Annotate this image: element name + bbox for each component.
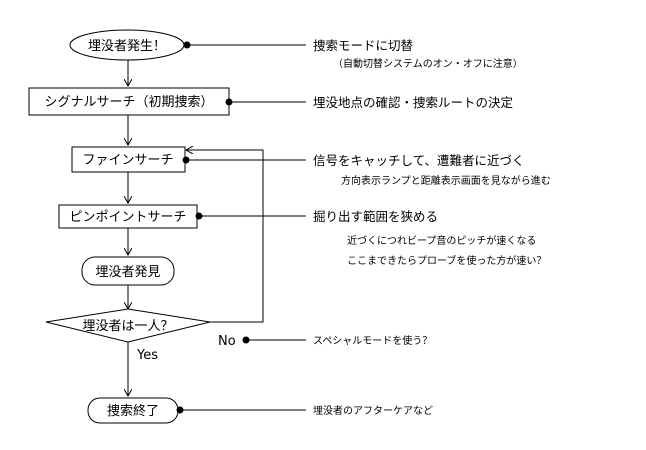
note-route: 埋没地点の確認・捜索ルートの決定 bbox=[313, 95, 513, 110]
end-label: 捜索終了 bbox=[107, 403, 159, 419]
annotation-dot bbox=[183, 41, 191, 49]
decision-node bbox=[45, 308, 211, 343]
note-aftercare: 埋没者のアフターケアなど bbox=[313, 405, 433, 417]
yes-label: Yes bbox=[136, 348, 158, 363]
note-approach-sub: 方向表示ランプと距離表示画面を見ながら進む bbox=[341, 174, 551, 187]
no-label: No bbox=[218, 334, 236, 349]
decision-label: 埋没者は一人？ bbox=[82, 319, 173, 334]
note-narrow: 掘り出す範囲を狭める bbox=[313, 209, 438, 224]
note-narrow-sub2: ここまできたらプローブを使った方が速い？ bbox=[347, 254, 546, 267]
note-narrow-sub1: 近づくにつれビープ音のピッチが速くなる bbox=[347, 234, 536, 247]
note-special-mode: スペシャルモードを使う？ bbox=[313, 334, 432, 347]
annotation-dot bbox=[242, 336, 250, 344]
note-mode-switch: 捜索モードに切替 bbox=[313, 38, 414, 53]
annotation-dot bbox=[225, 98, 233, 106]
fine-search-label: ファインサーチ bbox=[82, 153, 173, 168]
annotation-dot bbox=[182, 156, 190, 164]
found-node bbox=[81, 256, 175, 286]
pinpoint-search-label: ピンポイントサーチ bbox=[69, 210, 186, 225]
burial-label: 埋没者発生！ bbox=[88, 39, 166, 54]
note-approach: 信号をキャッチして、遭難者に近づく bbox=[313, 153, 525, 168]
annotation-dot bbox=[176, 406, 184, 414]
found-label: 埋没者発見 bbox=[95, 265, 160, 280]
fine-search-node bbox=[71, 146, 186, 173]
annotation-dot bbox=[195, 212, 203, 220]
note-mode-switch-sub: （自動切替システムのオン・オフに注意） bbox=[333, 57, 523, 70]
signal-search-label: シグナルサーチ（初期捜索） bbox=[44, 95, 213, 110]
loop-back-line bbox=[186, 150, 264, 323]
